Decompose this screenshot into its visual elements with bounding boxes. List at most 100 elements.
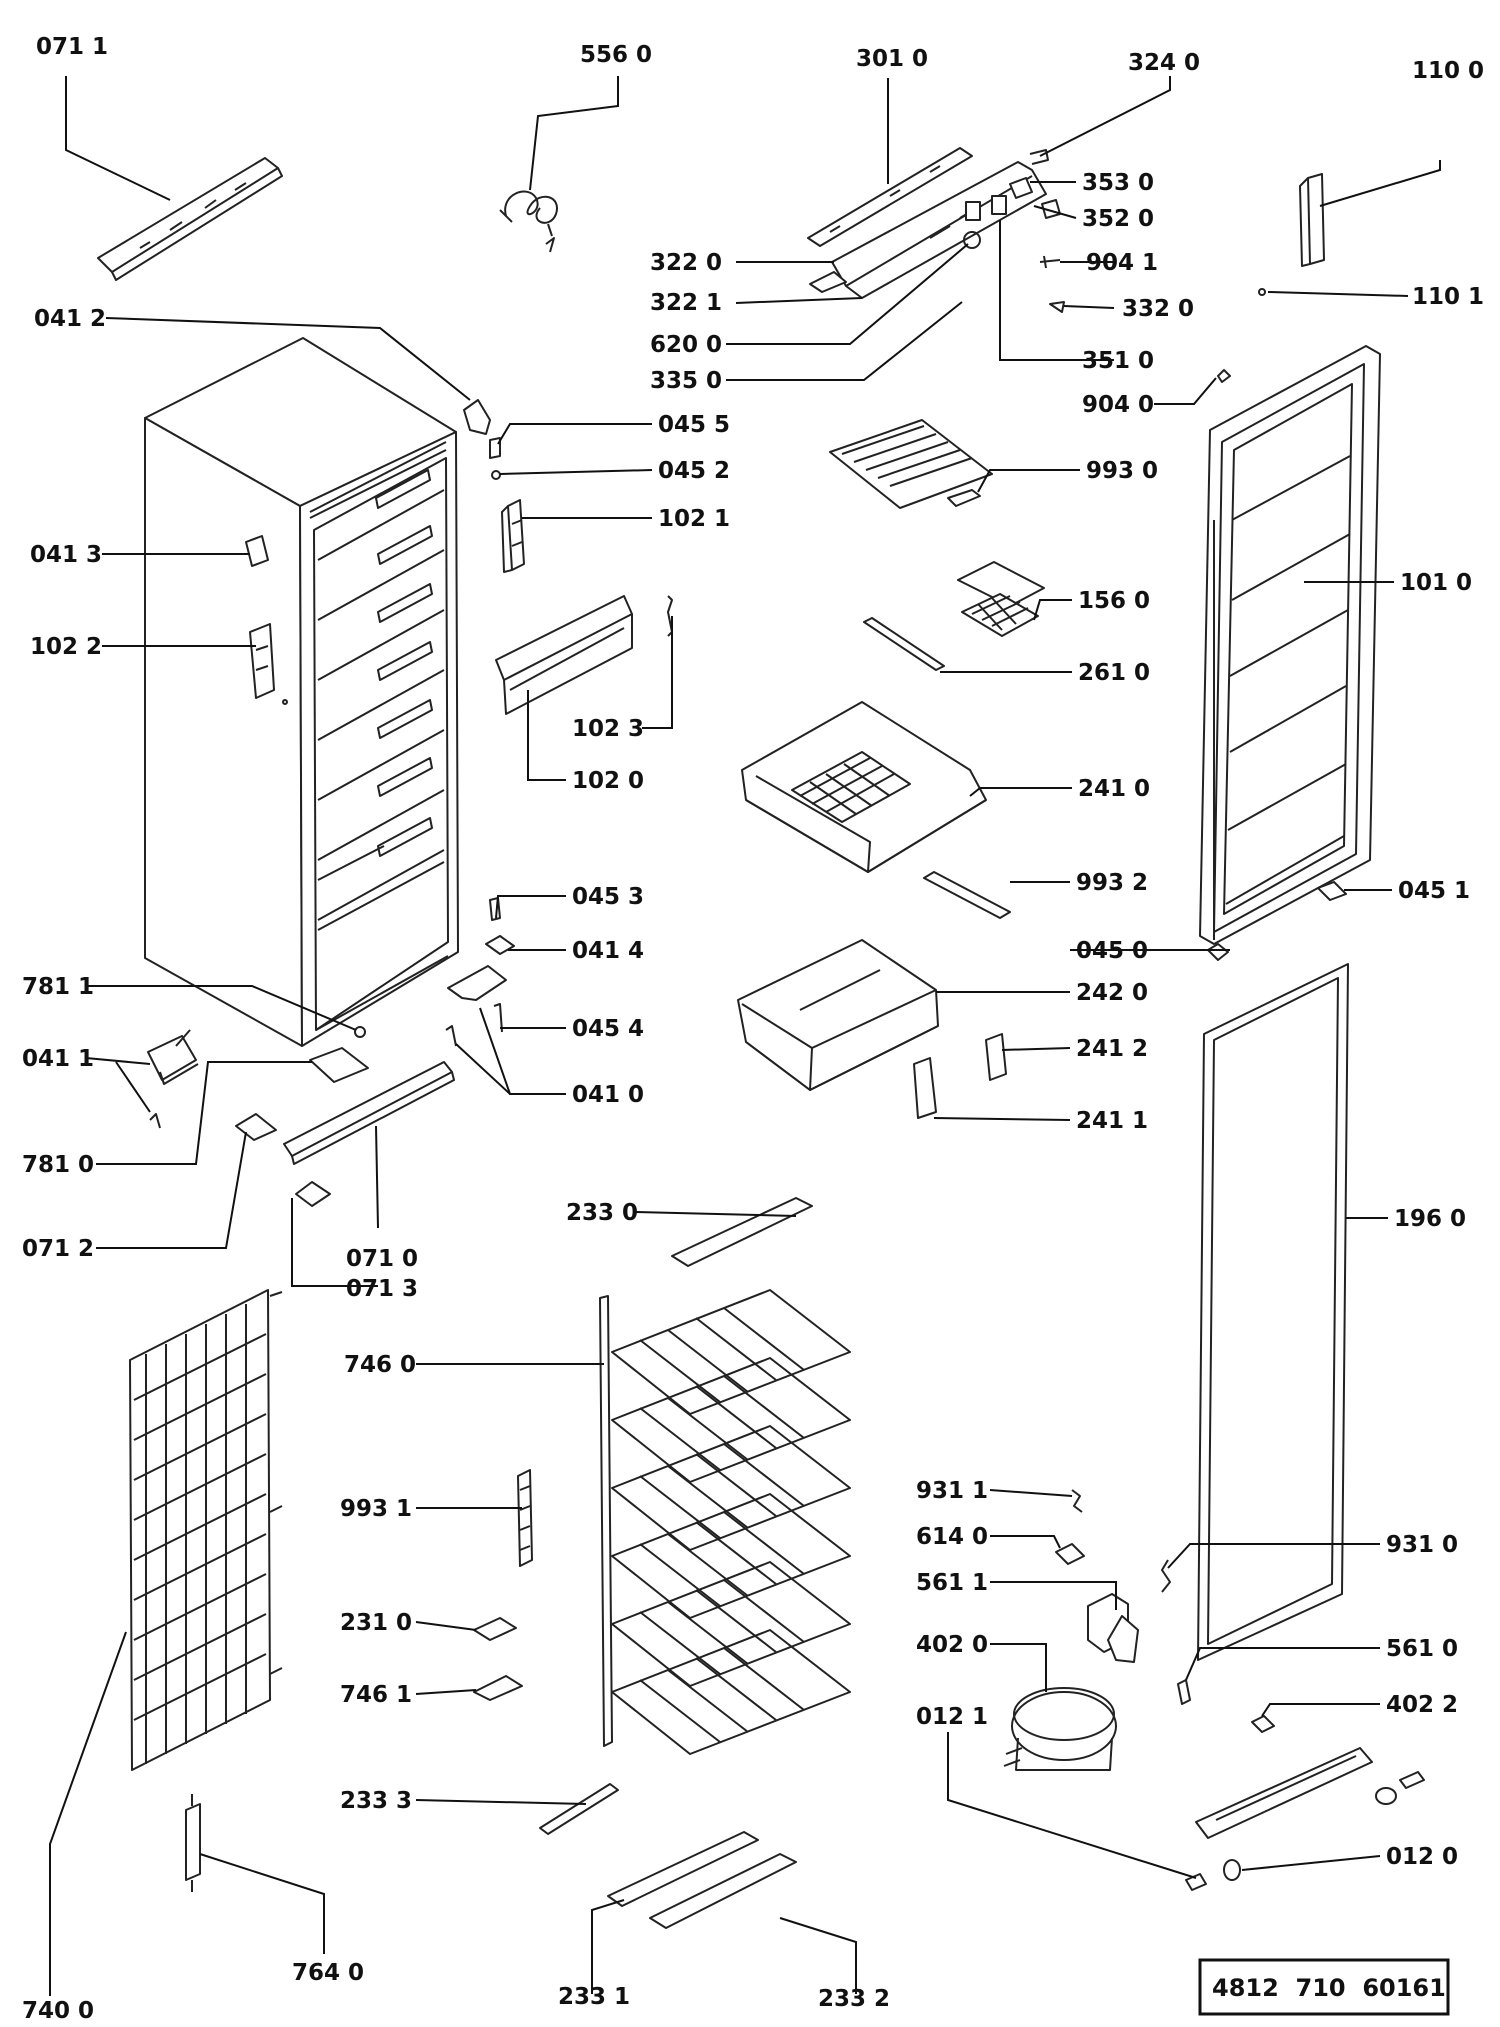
part-clip-931-1: [1071, 1489, 1083, 1513]
label-233-0: 233 0: [566, 1200, 638, 1226]
drawing-code-box: 4812 710 60161: [1198, 1958, 1450, 2016]
part-746-1: [473, 1675, 523, 1701]
part-ice-rack-993-0: [829, 419, 993, 509]
part-bottom-hinge: [147, 1029, 199, 1129]
label-045-5: 045 5: [658, 412, 730, 438]
label-556-0: 556 0: [580, 42, 652, 68]
label-324-0: 324 0: [1128, 50, 1200, 76]
part-top-hinge-strip: [97, 157, 283, 281]
part-lower-drawer-242-0: [737, 939, 939, 1091]
label-012-1: 012 1: [916, 1704, 988, 1730]
part-cover-561-1: [1107, 1615, 1139, 1663]
label-241-1: 241 1: [1076, 1108, 1148, 1134]
label-041-3: 041 3: [30, 542, 102, 568]
label-233-2: 233 2: [818, 1986, 890, 2012]
part-shelf-front-233-0: [671, 1197, 813, 1267]
label-012-0: 012 0: [1386, 1844, 1458, 1870]
label-322-0: 322 0: [650, 250, 722, 276]
part-bracket-102-1: [501, 499, 525, 573]
part-cover-071-2: [235, 1113, 277, 1141]
label-781-1: 781 1: [22, 974, 94, 1000]
label-561-0: 561 0: [1386, 1636, 1458, 1662]
label-071-3: 071 3: [346, 1276, 418, 1302]
label-045-3: 045 3: [572, 884, 644, 910]
label-110-1: 110 1: [1412, 284, 1484, 310]
part-bracket-993-1: [517, 1469, 533, 1567]
part-clip-931-0: [1161, 1559, 1171, 1593]
part-filter-drier: [185, 1794, 201, 1892]
part-screw-041-0: [445, 1025, 457, 1047]
part-plate-041-4: [485, 935, 515, 955]
label-335-0: 335 0: [650, 368, 722, 394]
part-pin-904-0: [1217, 369, 1231, 383]
label-241-0: 241 0: [1078, 776, 1150, 802]
label-904-0: 904 0: [1082, 392, 1154, 418]
label-746-1: 746 1: [340, 1682, 412, 1708]
part-top-hinge: [463, 399, 491, 435]
label-352-0: 352 0: [1082, 206, 1154, 232]
label-764-0: 764 0: [292, 1960, 364, 1986]
part-clip-241-1: [913, 1057, 937, 1119]
label-071-2: 071 2: [22, 1236, 94, 1262]
label-242-0: 242 0: [1076, 980, 1148, 1006]
label-561-1: 561 1: [916, 1570, 988, 1596]
part-door-101-0: [1199, 345, 1381, 945]
part-shelf-front-233-1: [607, 1831, 759, 1907]
part-door-gasket: [1197, 963, 1349, 1661]
label-102-2: 102 2: [30, 634, 102, 660]
part-screw-045-4: [493, 1003, 503, 1033]
part-045-0: [1207, 943, 1229, 961]
label-402-0: 402 0: [916, 1632, 988, 1658]
label-045-0: 045 0: [1076, 938, 1148, 964]
label-620-0: 620 0: [650, 332, 722, 358]
part-freezer-drawer-241-0: [741, 701, 987, 873]
label-110-0: 110 0: [1412, 58, 1484, 84]
part-ice-tray: [957, 561, 1045, 637]
part-cabinet: [144, 337, 459, 1047]
label-102-3: 102 3: [572, 716, 644, 742]
label-045-2: 045 2: [658, 458, 730, 484]
part-relay-614-0: [1055, 1543, 1085, 1565]
part-bracket-041-0: [447, 965, 507, 1001]
label-993-0: 993 0: [1086, 458, 1158, 484]
part-condenser: [129, 1289, 283, 1771]
part-small-plate: [809, 271, 847, 293]
part-shelf-edge-233-3: [539, 1783, 619, 1835]
part-plug-781-1: [354, 1026, 366, 1038]
label-353-0: 353 0: [1082, 170, 1154, 196]
label-041-0: 041 0: [572, 1082, 644, 1108]
label-231-0: 231 0: [340, 1610, 412, 1636]
part-screw-904-1: [1039, 255, 1061, 269]
label-261-0: 261 0: [1078, 660, 1150, 686]
part-grommets-012: [1185, 1859, 1241, 1891]
part-cover-561-0: [1177, 1679, 1191, 1705]
label-041-1: 041 1: [22, 1046, 94, 1072]
label-746-0: 746 0: [344, 1352, 416, 1378]
label-993-2: 993 2: [1076, 870, 1148, 896]
part-upper-hinge-bar: [1258, 173, 1325, 296]
label-322-1: 322 1: [650, 290, 722, 316]
part-045-1: [1317, 881, 1347, 901]
part-781-0: [309, 1047, 369, 1083]
label-931-1: 931 1: [916, 1478, 988, 1504]
label-102-1: 102 1: [658, 506, 730, 532]
label-156-0: 156 0: [1078, 588, 1150, 614]
label-102-0: 102 0: [572, 768, 644, 794]
part-clip-071-3: [295, 1181, 331, 1207]
label-041-4: 041 4: [572, 938, 644, 964]
part-thermostat-coil: [499, 190, 559, 253]
label-045-4: 045 4: [572, 1016, 644, 1042]
label-071-1: 071 1: [36, 34, 108, 60]
part-compressor-base: [1195, 1747, 1425, 1839]
label-045-1: 045 1: [1398, 878, 1470, 904]
part-compressor: [1003, 1687, 1117, 1771]
label-196-0: 196 0: [1394, 1206, 1466, 1232]
part-strip-993-2: [923, 871, 1011, 919]
label-931-0: 931 0: [1386, 1532, 1458, 1558]
label-101-0: 101 0: [1400, 570, 1472, 596]
part-shelf-rail: [495, 595, 673, 715]
leader-lines: [49, 76, 1441, 1996]
part-flap-261-0: [863, 617, 945, 671]
label-071-0: 071 0: [346, 1246, 418, 1272]
part-mount-402-2: [1251, 1715, 1275, 1733]
